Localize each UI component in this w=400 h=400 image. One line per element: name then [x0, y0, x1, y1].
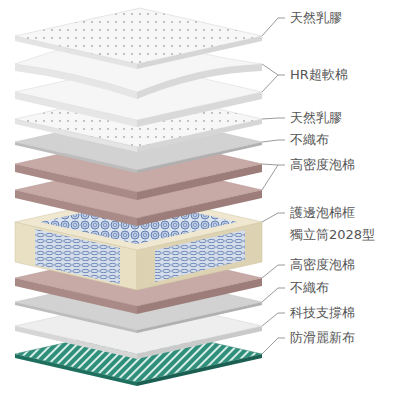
layer-label: 天然乳膠 — [290, 10, 342, 26]
leader-line — [262, 75, 278, 92]
layer-label: 不織布 — [290, 280, 329, 296]
leader-line — [262, 338, 285, 354]
layer-label: 科技支撐棉 — [290, 305, 355, 321]
layer-label: 高密度泡棉 — [290, 157, 355, 173]
layer-label: 高密度泡棉 — [290, 257, 355, 273]
leader-line — [262, 165, 278, 190]
leader-line — [262, 164, 285, 165]
layer-label: 獨立筒2028型 — [290, 227, 375, 243]
leader-line — [262, 18, 285, 36]
layer-label: 不織布 — [290, 132, 329, 148]
leader-line — [262, 313, 285, 326]
leader-line — [262, 118, 285, 119]
leader-line — [262, 265, 285, 278]
latex-layer — [15, 8, 262, 64]
leader-line — [262, 288, 285, 302]
leader-line — [262, 213, 285, 222]
leader-line — [262, 140, 285, 142]
layer-label: 防滑麗新布 — [290, 330, 355, 346]
layer-label: 護邊泡棉框 — [290, 205, 355, 221]
layer-label: HR超軟棉 — [290, 67, 348, 83]
layer-label: 天然乳膠 — [290, 110, 342, 126]
leader-line — [262, 64, 285, 75]
